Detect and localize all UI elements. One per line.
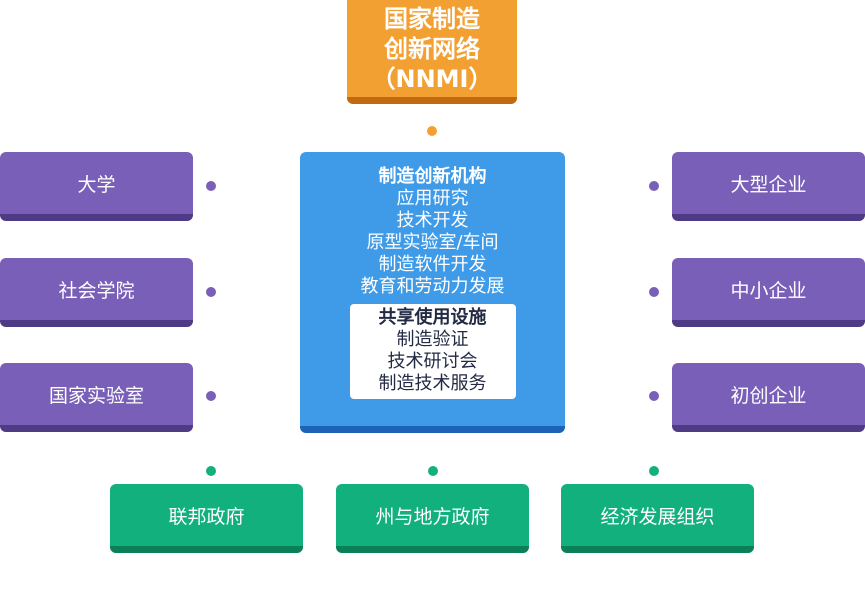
sme-label: 中小企业 [730,279,807,302]
state-local-government-label: 州与地方政府 [375,505,490,528]
startup-label: 初创企业 [730,384,807,407]
connector-dot-top [427,126,437,136]
national-lab-box: 国家实验室 [0,363,193,432]
institute-item: 原型实验室/车间 [366,232,499,253]
economic-development-box: 经济发展组织 [561,484,754,553]
university-label: 大学 [77,173,116,196]
community-college-box: 社会学院 [0,258,193,327]
economic-development-label: 经济发展组织 [600,505,715,528]
nnmi-line-2: 创新网络 [384,34,480,63]
institute-item: 技术开发 [396,210,469,231]
large-enterprise-label: 大型企业 [730,173,807,196]
shared-facility-item: 制造技术服务 [378,373,487,394]
institute-title: 制造创新机构 [378,166,487,187]
shared-facilities-title: 共享使用设施 [378,307,487,328]
startup-box: 初创企业 [672,363,865,432]
community-college-label: 社会学院 [58,279,135,302]
federal-government-label: 联邦政府 [168,505,245,528]
connector-dot-right-3 [649,391,659,401]
connector-dot-left-1 [206,181,216,191]
nnmi-line-1: 国家制造 [384,4,480,33]
shared-facility-item: 制造验证 [396,329,469,350]
national-lab-label: 国家实验室 [48,384,144,407]
state-local-government-box: 州与地方政府 [336,484,529,553]
shared-facilities-panel: 共享使用设施 制造验证 技术研讨会 制造技术服务 [349,304,516,399]
connector-dot-bottom-3 [649,466,659,476]
connector-dot-bottom-2 [428,466,438,476]
institute-item: 制造软件开发 [378,254,487,275]
nnmi-box: 国家制造 创新网络 （NNMI） [347,0,517,104]
connector-dot-left-3 [206,391,216,401]
connector-dot-left-2 [206,287,216,297]
federal-government-box: 联邦政府 [110,484,303,553]
connector-dot-right-2 [649,287,659,297]
connector-dot-right-1 [649,181,659,191]
large-enterprise-box: 大型企业 [672,152,865,221]
connector-dot-bottom-1 [206,466,216,476]
shared-facility-item: 技术研讨会 [387,351,478,372]
institute-box: 制造创新机构 应用研究 技术开发 原型实验室/车间 制造软件开发 教育和劳动力发… [300,152,565,433]
university-box: 大学 [0,152,193,221]
sme-box: 中小企业 [672,258,865,327]
institute-item: 应用研究 [396,188,469,209]
nnmi-line-3: （NNMI） [371,64,493,93]
institute-item: 教育和劳动力发展 [360,276,505,297]
